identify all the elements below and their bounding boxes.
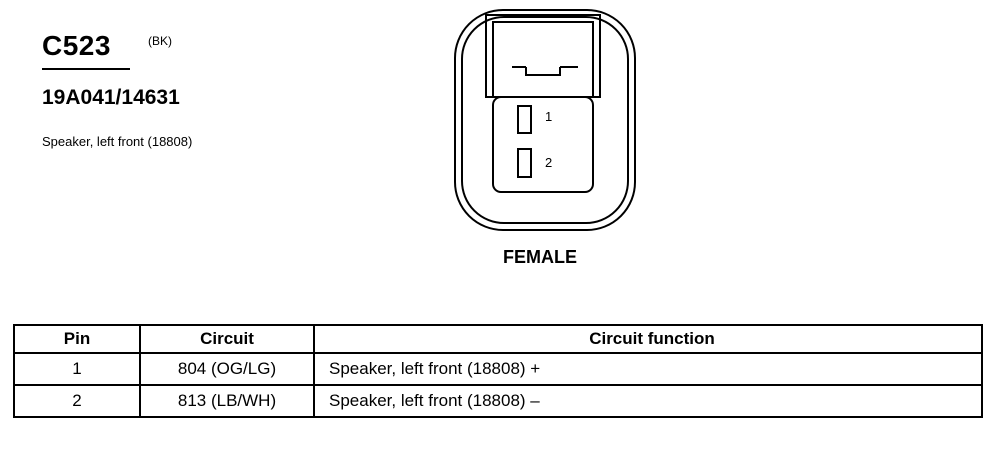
- pin-2-terminal: [517, 148, 532, 178]
- latch-notch: [525, 67, 561, 76]
- locking-tab-inner: [492, 21, 594, 98]
- header-pin: Pin: [13, 324, 141, 354]
- connector-description: Speaker, left front (18808): [42, 134, 193, 149]
- connector-id: C523: [42, 30, 111, 61]
- locking-tab-outer: [485, 14, 601, 98]
- pin-1-terminal: [517, 105, 532, 134]
- connector-gender-label: FEMALE: [503, 247, 577, 267]
- pin-1-label: 1: [545, 109, 552, 124]
- pin-2-label: 2: [545, 155, 552, 170]
- pinout-table: Pin Circuit Circuit function 1 804 (OG/L…: [13, 324, 983, 418]
- cell-circuit: 813 (LB/WH): [139, 384, 315, 418]
- terminal-cavity-body: [492, 96, 594, 193]
- connector-id-underline: [42, 68, 130, 70]
- cell-pin: 1: [13, 352, 141, 386]
- connector-color-code: (BK): [148, 34, 172, 48]
- connector-face-diagram: 1 2: [454, 9, 636, 231]
- cell-circuit-function: Speaker, left front (18808) –: [313, 384, 983, 418]
- table-row: 2 813 (LB/WH) Speaker, left front (18808…: [13, 384, 983, 418]
- cell-circuit: 804 (OG/LG): [139, 352, 315, 386]
- connector-housing-inner: [461, 16, 629, 224]
- cell-pin: 2: [13, 384, 141, 418]
- connector-housing-outer: [454, 9, 636, 231]
- header-circuit-function: Circuit function: [313, 324, 983, 354]
- header-circuit: Circuit: [139, 324, 315, 354]
- part-numbers: 19A041/14631: [42, 86, 180, 109]
- pinout-header-row: Pin Circuit Circuit function: [13, 324, 983, 354]
- table-row: 1 804 (OG/LG) Speaker, left front (18808…: [13, 352, 983, 386]
- cell-circuit-function: Speaker, left front (18808) +: [313, 352, 983, 386]
